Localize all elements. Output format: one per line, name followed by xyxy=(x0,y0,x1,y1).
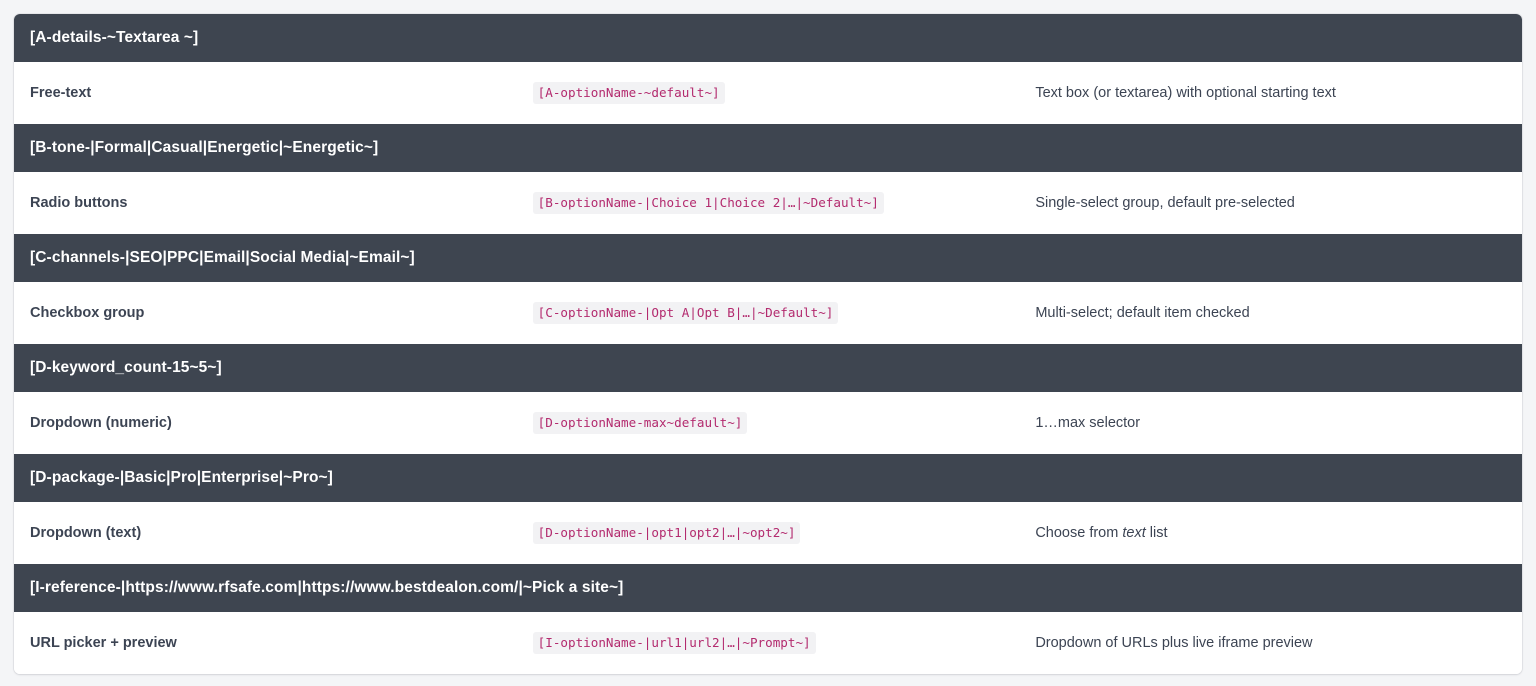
control-kind-label: URL picker + preview xyxy=(14,612,517,674)
description-text-emphasis: text xyxy=(1122,525,1146,541)
table-body: [A-details-~Textarea ~] Free-text [A-opt… xyxy=(14,14,1522,674)
table-row: Radio buttons [B-optionName-|Choice 1|Ch… xyxy=(14,172,1522,234)
control-kind-label: Checkbox group xyxy=(14,282,517,344)
group-header-row: [C-channels-|SEO|PPC|Email|Social Media|… xyxy=(14,234,1522,282)
description-cell: Dropdown of URLs plus live iframe previe… xyxy=(1019,612,1522,674)
syntax-cell: [D-optionName-max~default~] xyxy=(516,392,1020,454)
group-header-label: [A-details-~Textarea ~] xyxy=(14,14,1522,62)
syntax-code-chip: [D-optionName-|opt1|opt2|…|~opt2~] xyxy=(532,522,801,544)
syntax-cell: [A-optionName-~default~] xyxy=(516,62,1020,124)
syntax-cell: [D-optionName-|opt1|opt2|…|~opt2~] xyxy=(516,502,1020,564)
group-header-label: [D-package-|Basic|Pro|Enterprise|~Pro~] xyxy=(14,454,1522,502)
group-header-row: [D-package-|Basic|Pro|Enterprise|~Pro~] xyxy=(14,454,1522,502)
group-header-label: [I-reference-|https://www.rfsafe.com|htt… xyxy=(14,564,1522,612)
description-text-before: Multi-select; default item checked xyxy=(1035,305,1250,321)
syntax-code-chip: [A-optionName-~default~] xyxy=(532,82,725,104)
control-kind-label: Dropdown (numeric) xyxy=(14,392,517,454)
syntax-cell: [B-optionName-|Choice 1|Choice 2|…|~Defa… xyxy=(516,172,1020,234)
description-cell: Multi-select; default item checked xyxy=(1019,282,1522,344)
description-cell: Text box (or textarea) with optional sta… xyxy=(1019,62,1522,124)
table-row: Free-text [A-optionName-~default~] Text … xyxy=(14,62,1522,124)
group-header-row: [D-keyword_count-15~5~] xyxy=(14,344,1522,392)
description-text-before: Single-select group, default pre-selecte… xyxy=(1035,195,1295,211)
group-header-row: [B-tone-|Formal|Casual|Energetic|~Energe… xyxy=(14,124,1522,172)
table-row: Dropdown (text) [D-optionName-|opt1|opt2… xyxy=(14,502,1522,564)
control-kind-label: Radio buttons xyxy=(14,172,517,234)
description-text-before: Dropdown of URLs plus live iframe previe… xyxy=(1035,635,1313,651)
syntax-cell: [I-optionName-|url1|url2|…|~Prompt~] xyxy=(516,612,1020,674)
description-cell: Single-select group, default pre-selecte… xyxy=(1019,172,1522,234)
syntax-code-chip: [B-optionName-|Choice 1|Choice 2|…|~Defa… xyxy=(532,192,884,214)
control-kind-label: Dropdown (text) xyxy=(14,502,517,564)
description-text-before: Text box (or textarea) with optional sta… xyxy=(1035,85,1336,101)
control-kind-label: Free-text xyxy=(14,62,517,124)
description-cell: 1…max selector xyxy=(1019,392,1522,454)
group-header-label: [C-channels-|SEO|PPC|Email|Social Media|… xyxy=(14,234,1522,282)
description-cell: Choose from text list xyxy=(1019,502,1522,564)
syntax-code-chip: [C-optionName-|Opt A|Opt B|…|~Default~] xyxy=(532,302,839,324)
description-text-before: Choose from xyxy=(1035,525,1123,541)
group-header-label: [D-keyword_count-15~5~] xyxy=(14,344,1522,392)
syntax-code-chip: [D-optionName-max~default~] xyxy=(532,412,748,434)
syntax-code-chip: [I-optionName-|url1|url2|…|~Prompt~] xyxy=(532,632,816,654)
option-syntax-table: [A-details-~Textarea ~] Free-text [A-opt… xyxy=(14,14,1522,674)
group-header-row: [A-details-~Textarea ~] xyxy=(14,14,1522,62)
description-text-after: list xyxy=(1145,525,1168,541)
table-row: Checkbox group [C-optionName-|Opt A|Opt … xyxy=(14,282,1522,344)
syntax-cell: [C-optionName-|Opt A|Opt B|…|~Default~] xyxy=(516,282,1020,344)
description-text-before: 1…max selector xyxy=(1035,415,1141,431)
table-row: URL picker + preview [I-optionName-|url1… xyxy=(14,612,1522,674)
group-header-row: [I-reference-|https://www.rfsafe.com|htt… xyxy=(14,564,1522,612)
group-header-label: [B-tone-|Formal|Casual|Energetic|~Energe… xyxy=(14,124,1522,172)
table-row: Dropdown (numeric) [D-optionName-max~def… xyxy=(14,392,1522,454)
